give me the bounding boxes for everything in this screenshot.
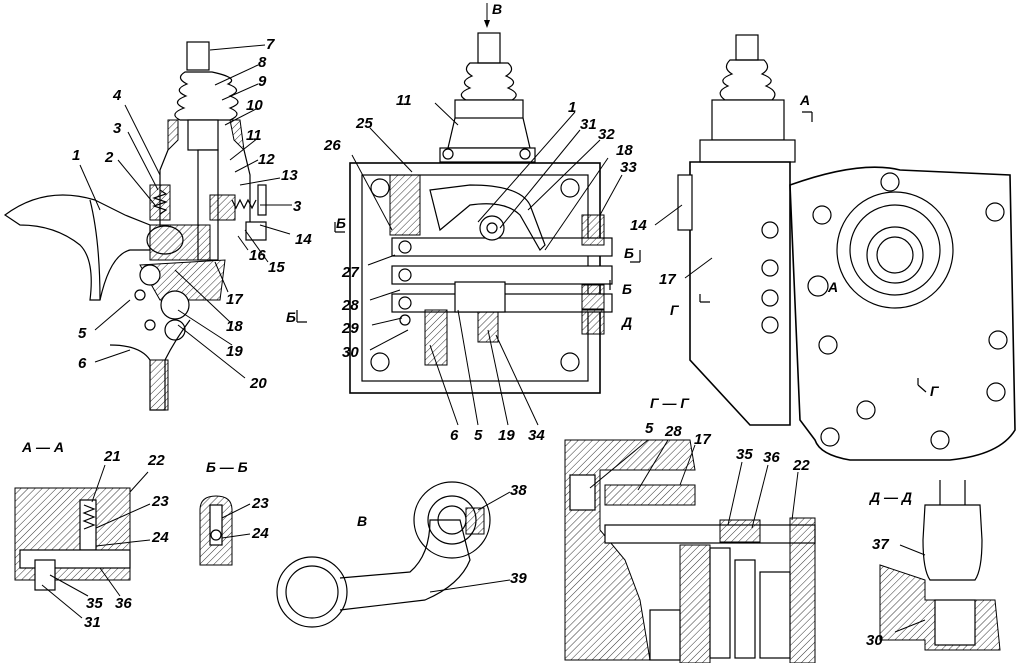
callout-24: 24 (252, 525, 269, 542)
section-title-gg: Г — Г (650, 395, 689, 411)
section-mark-g-right: Г (930, 383, 939, 399)
section-mark-a-top: А (800, 92, 811, 108)
callout-6: 6 (450, 427, 459, 444)
callout-2: 2 (105, 149, 114, 166)
section-mark-b-right: Б (624, 245, 634, 261)
center-view (296, 3, 641, 394)
view-b (276, 481, 511, 628)
callout-38: 38 (510, 482, 527, 499)
callout-5: 5 (78, 325, 87, 342)
section-title-aa: А — А (22, 439, 64, 455)
callout-10: 10 (246, 97, 263, 114)
left-section-view (3, 41, 267, 411)
callout-20: 20 (250, 375, 267, 392)
callout-34: 34 (528, 427, 545, 444)
callout-3: 3 (113, 120, 122, 137)
callout-17: 17 (226, 291, 243, 308)
view-b-title: В (357, 513, 368, 529)
section-gg (564, 439, 816, 663)
callout-35: 35 (86, 595, 103, 612)
callout-21: 21 (104, 448, 121, 465)
callout-23: 23 (252, 495, 269, 512)
callout-18: 18 (226, 318, 243, 335)
callout-5: 5 (474, 427, 483, 444)
section-aa (14, 464, 151, 619)
callout-39: 39 (510, 570, 527, 587)
callout-19: 19 (226, 343, 243, 360)
callout-22: 22 (148, 452, 165, 469)
callout-30: 30 (342, 344, 359, 361)
callout-29: 29 (342, 320, 359, 337)
section-mark-b-right-2: Б (622, 281, 632, 297)
left-view-leaders (79, 44, 292, 379)
callout-17: 17 (659, 271, 676, 288)
section-title-dd: Д — Д (870, 489, 912, 505)
view-b-arrow-label: В (492, 1, 503, 17)
section-mark-b-left: Б (336, 215, 346, 231)
callout-1: 1 (568, 99, 577, 116)
callout-28: 28 (665, 423, 682, 440)
callout-33: 33 (620, 159, 637, 176)
section-dd (879, 480, 1001, 651)
callout-31: 31 (84, 614, 101, 631)
callout-15: 15 (268, 259, 285, 276)
section-mark-b-lower-left: Б (286, 309, 296, 325)
callout-16: 16 (249, 247, 266, 264)
callout-36: 36 (115, 595, 132, 612)
callout-23: 23 (152, 493, 169, 510)
callout-7: 7 (266, 36, 275, 53)
callout-11: 11 (246, 127, 262, 144)
callout-28: 28 (342, 297, 359, 314)
callout-24: 24 (152, 529, 169, 546)
callout-8: 8 (258, 54, 267, 71)
callout-14: 14 (630, 217, 647, 234)
callout-11: 11 (396, 92, 412, 109)
callout-5: 5 (645, 420, 654, 437)
callout-30: 30 (866, 632, 883, 649)
callout-19: 19 (498, 427, 515, 444)
callout-35: 35 (736, 446, 753, 463)
callout-18: 18 (616, 142, 633, 159)
right-view (677, 34, 1016, 461)
callout-4: 4 (113, 87, 122, 104)
callout-26: 26 (324, 137, 341, 154)
callout-1: 1 (72, 147, 81, 164)
callout-27: 27 (342, 264, 359, 281)
callout-14: 14 (295, 231, 312, 248)
section-mark-d: Д (622, 314, 633, 330)
section-title-bb: Б — Б (206, 459, 248, 475)
callout-17: 17 (694, 431, 711, 448)
center-view-leaders (351, 102, 623, 426)
callout-32: 32 (598, 126, 615, 143)
callout-37: 37 (872, 536, 889, 553)
callout-22: 22 (793, 457, 810, 474)
callout-12: 12 (258, 151, 275, 168)
callout-13: 13 (281, 167, 298, 184)
section-mark-a-mid: А (828, 279, 839, 295)
section-mark-g-left: Г (670, 302, 679, 318)
section-bb (199, 495, 251, 566)
callout-31: 31 (580, 116, 597, 133)
callout-6: 6 (78, 355, 87, 372)
right-view-leaders (654, 204, 713, 279)
callout-9: 9 (258, 73, 267, 90)
callout-36: 36 (763, 449, 780, 466)
callout-3: 3 (293, 198, 302, 215)
callout-25: 25 (356, 115, 373, 132)
